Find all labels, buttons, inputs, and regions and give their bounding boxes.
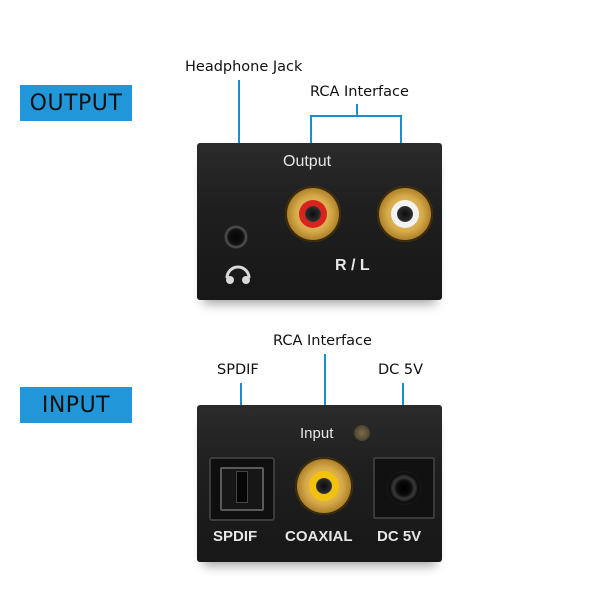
input-panel-device: Input SPDIF COAXIAL DC 5V (197, 405, 442, 562)
coaxial-panel-label: COAXIAL (285, 528, 353, 545)
spdif-optical-port (209, 457, 275, 521)
headphone-jack-callout: Headphone Jack (185, 59, 303, 75)
dc-power-port (373, 457, 435, 519)
dc-callout: DC 5V (378, 362, 424, 378)
coaxial-yellow-port (295, 457, 353, 515)
power-led (354, 425, 370, 441)
output-panel-label: Output (283, 153, 332, 170)
input-section-tag: INPUT (20, 387, 132, 423)
output-rca-callout: RCA Interface (310, 84, 409, 100)
input-panel-label: Input (300, 425, 334, 442)
spdif-callout: SPDIF (217, 362, 259, 378)
input-rca-callout: RCA Interface (273, 333, 372, 349)
rl-panel-label: R / L (335, 257, 370, 274)
output-panel-device: Output R / L (197, 143, 442, 300)
headphone-jack-port (224, 225, 248, 249)
rca-left-white-port (377, 186, 433, 242)
headphone-icon (225, 265, 251, 284)
rca-right-red-port (285, 186, 341, 242)
rca-leader-bracket-top (310, 115, 402, 117)
spdif-panel-label: SPDIF (213, 528, 258, 545)
output-section-tag: OUTPUT (20, 85, 132, 121)
dc-panel-label: DC 5V (377, 528, 422, 545)
rca-leader-stem (356, 104, 358, 116)
